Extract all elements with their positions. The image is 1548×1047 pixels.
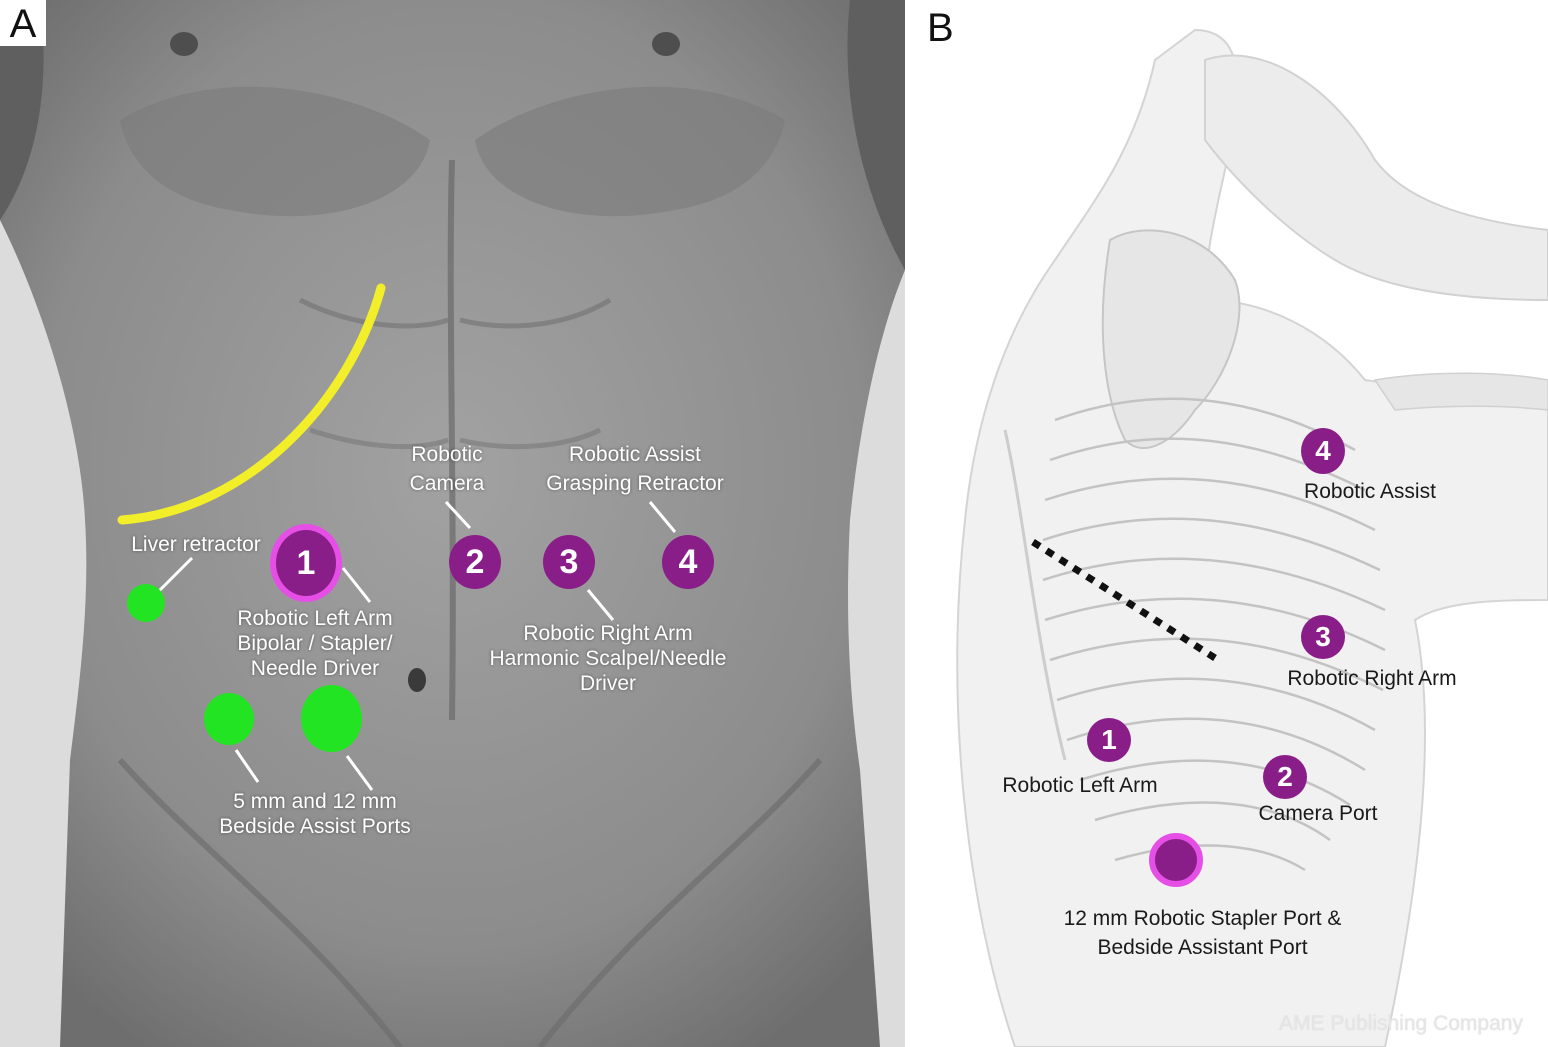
- port-b-1: 1: [1087, 718, 1131, 762]
- label-line: Grasping Retractor: [546, 472, 724, 495]
- watermark: AME Publishing Company: [1279, 1012, 1523, 1035]
- label-line: Robotic Right Arm: [523, 622, 693, 645]
- label-line: Camera: [409, 472, 485, 495]
- port-a-4: 4: [662, 535, 714, 589]
- port-b-3-number: 3: [1315, 621, 1331, 652]
- port-a-2-number: 2: [465, 542, 485, 581]
- label-bedside-assist-ports: 5 mm and 12 mm Bedside Assist Ports: [195, 789, 435, 839]
- port-b-2-number: 2: [1277, 761, 1293, 792]
- port-b-stapler: [1149, 833, 1203, 887]
- port-b-2: 2: [1263, 755, 1307, 799]
- label-robotic-camera: Robotic Camera: [392, 442, 502, 496]
- label-robotic-left-arm: Robotic Left Arm Bipolar / Stapler/ Need…: [205, 606, 425, 681]
- label-b-robotic-assist: Robotic Assist: [1304, 480, 1436, 503]
- port-a-1: 1: [270, 524, 342, 602]
- port-a-3-number: 3: [559, 542, 579, 581]
- label-line: Bipolar / Stapler/: [237, 632, 393, 655]
- label-line: Robotic: [411, 443, 483, 466]
- label-line: Harmonic Scalpel/Needle: [489, 647, 727, 670]
- panel-letter-a: A: [0, 0, 46, 46]
- label-line: Robotic Assist: [569, 443, 701, 466]
- label-line: 5 mm and 12 mm: [233, 790, 397, 813]
- port-b-3: 3: [1301, 615, 1345, 659]
- port-a-2: 2: [449, 535, 501, 589]
- label-robotic-right-arm: Robotic Right Arm Harmonic Scalpel/Needl…: [470, 621, 746, 696]
- label-line: Driver: [580, 672, 636, 695]
- incision-line: [1031, 539, 1217, 661]
- liver-retractor-port: [127, 584, 165, 622]
- port-a-1-number: 1: [296, 543, 316, 582]
- label-robotic-assist: Robotic Assist Grasping Retractor: [525, 442, 745, 496]
- label-line: 12 mm Robotic Stapler Port &: [1063, 907, 1342, 930]
- label-b-robotic-left-arm: Robotic Left Arm: [1002, 774, 1158, 797]
- port-a-3: 3: [543, 535, 595, 589]
- label-b-robotic-right-arm: Robotic Right Arm: [1287, 667, 1457, 690]
- port-a-4-number: 4: [678, 542, 698, 581]
- panel-a: A 1 2 3 4 Robotic Camera Robotic Assist …: [0, 0, 905, 1047]
- thorax-illustration: [956, 28, 1548, 1047]
- panel-b: B 4 3 1 2 Robotic Assist Robotic Right A…: [905, 0, 1548, 1047]
- label-line: Robotic Left Arm: [237, 607, 393, 630]
- label-liver-retractor: Liver retractor: [131, 533, 261, 556]
- label-b-camera-port: Camera Port: [1258, 802, 1378, 825]
- port-b-4-number: 4: [1315, 435, 1331, 466]
- panel-letter-b: B: [927, 6, 954, 50]
- torso-illustration: [0, 0, 905, 1047]
- label-b-stapler-port: 12 mm Robotic Stapler Port & Bedside Ass…: [1035, 904, 1370, 962]
- bedside-assist-port-5mm: [204, 693, 254, 745]
- bedside-assist-port-12mm: [301, 685, 362, 752]
- label-line: Bedside Assistant Port: [1097, 936, 1308, 959]
- label-line: Needle Driver: [250, 657, 380, 680]
- port-b-4: 4: [1301, 428, 1345, 474]
- port-b-1-number: 1: [1101, 724, 1117, 755]
- label-line: Bedside Assist Ports: [219, 815, 411, 838]
